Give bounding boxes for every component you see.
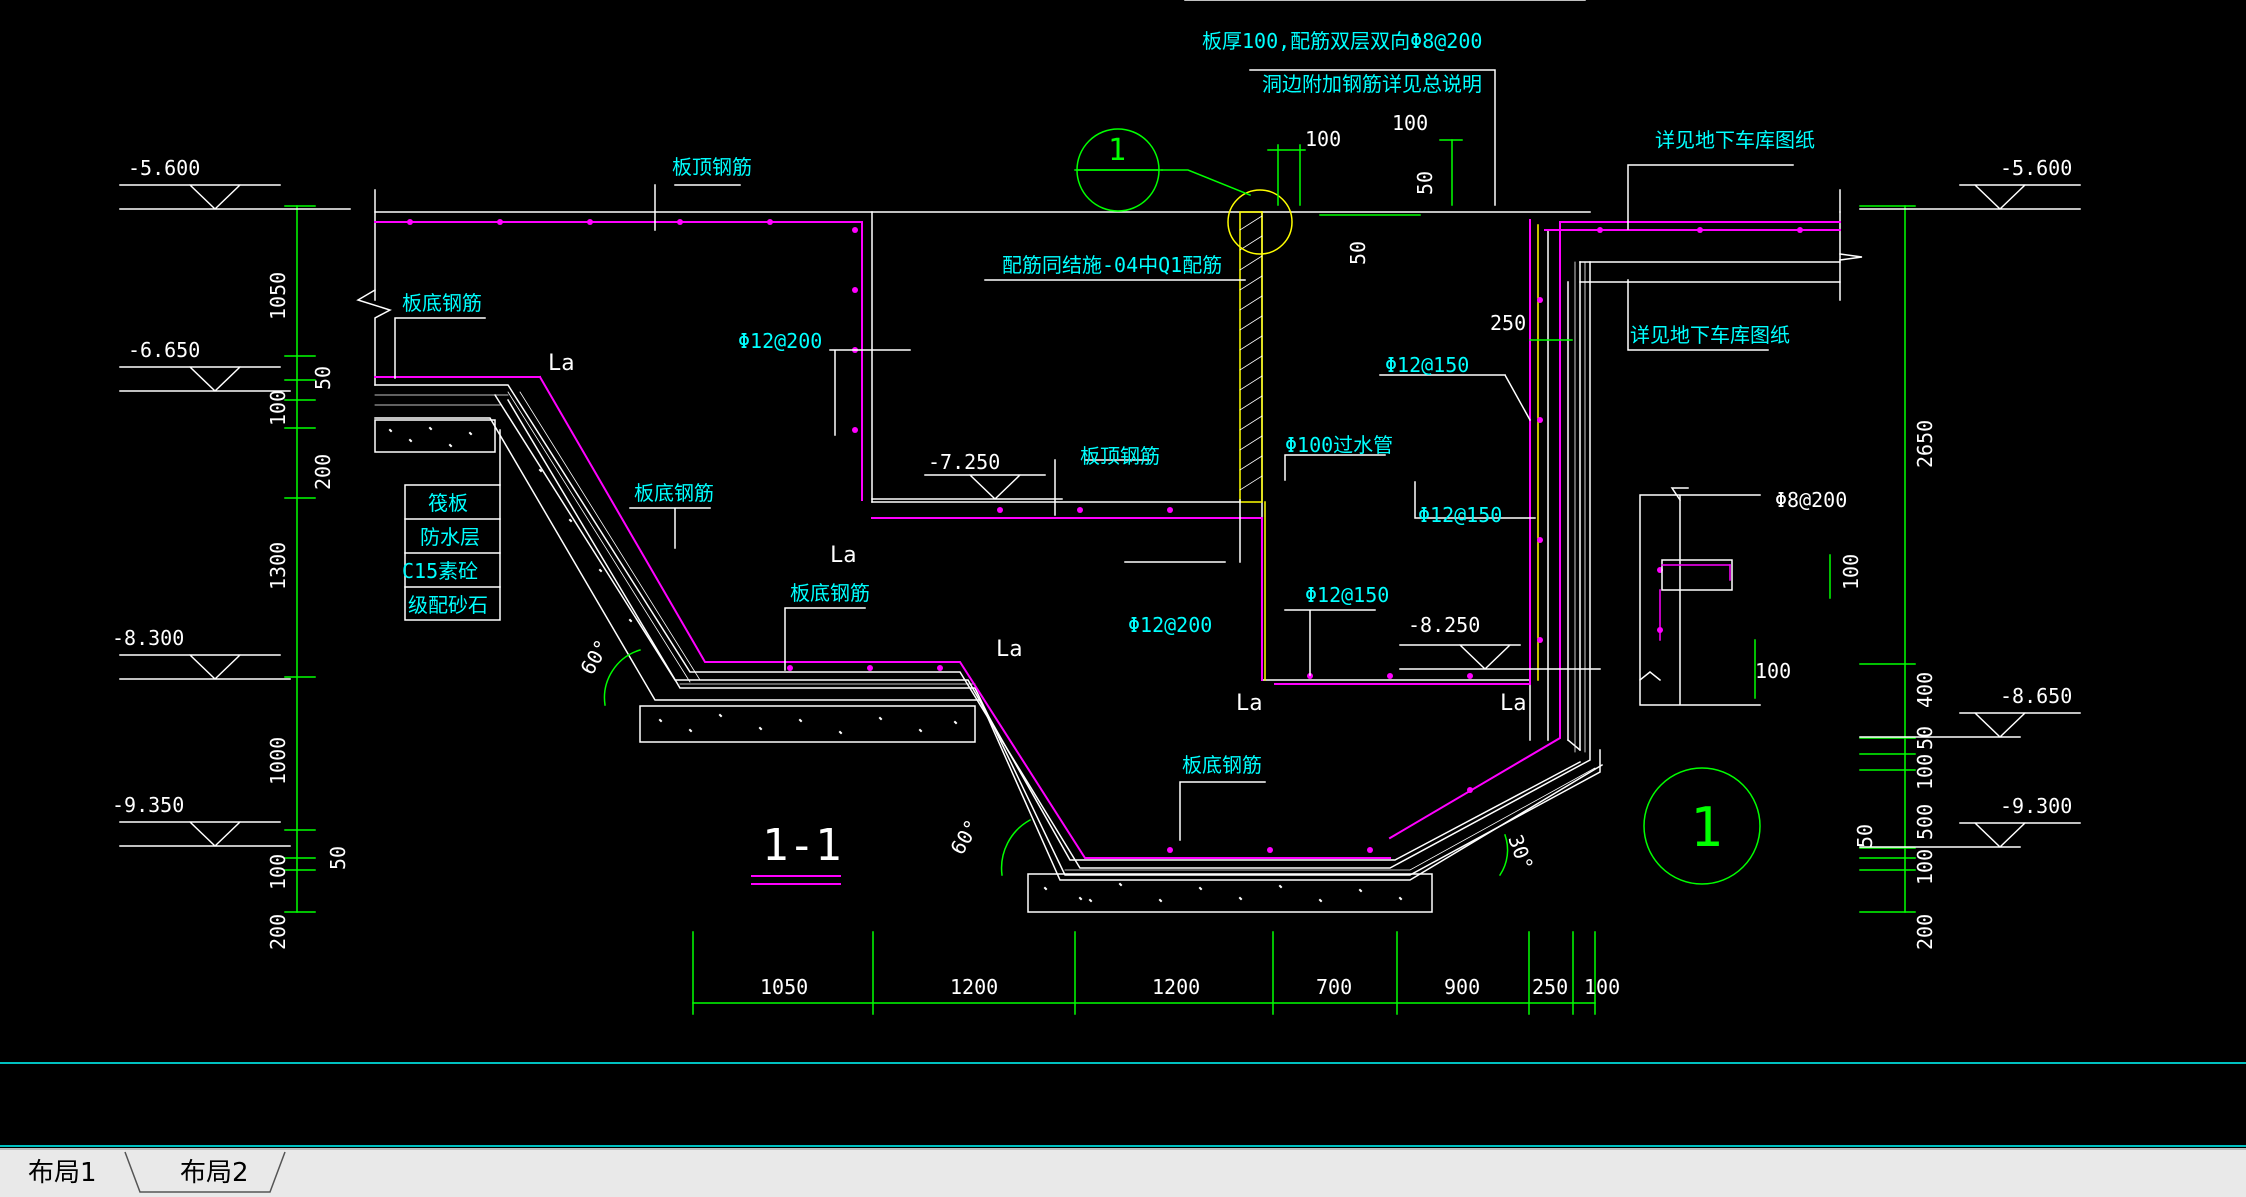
elev-label: -9.300 bbox=[2000, 794, 2072, 818]
label-phi12-150: Φ12@150 bbox=[1385, 353, 1469, 377]
tab-shapes bbox=[124, 1151, 286, 1193]
label-slab-bottom-rebar: 板底钢筋 bbox=[634, 481, 714, 505]
label-phi12-200: Φ12@200 bbox=[1128, 613, 1212, 637]
elev-label: -5.600 bbox=[128, 156, 200, 180]
label-phi100-pipe: Φ100过水管 bbox=[1285, 433, 1393, 457]
waterproof-hatch bbox=[374, 261, 1596, 871]
angle-label: 60° bbox=[945, 815, 984, 858]
dim-left: 50 bbox=[311, 366, 335, 390]
dim-detail: 100 bbox=[1755, 659, 1791, 683]
dim-left: 200 bbox=[311, 454, 335, 490]
elev-label: -6.650 bbox=[128, 338, 200, 362]
dim-left: 50 bbox=[326, 846, 350, 870]
label-phi12-200: Φ12@200 bbox=[738, 329, 822, 353]
elev-label: -8.650 bbox=[2000, 684, 2072, 708]
wall-hatch bbox=[1239, 215, 1263, 491]
dim-left: 1050 bbox=[266, 272, 290, 320]
detail-number-top: 1 bbox=[1108, 133, 1126, 168]
label-see-garage-1: 详见地下车库图纸 bbox=[1655, 128, 1815, 152]
dim-right: 50 bbox=[1913, 726, 1937, 750]
dim-left: 100 bbox=[266, 390, 290, 426]
label-slab-bottom-rebar: 板底钢筋 bbox=[1182, 753, 1262, 777]
elevation-markers bbox=[119, 0, 2081, 849]
dim-top: 100 bbox=[1305, 127, 1341, 151]
legend-layer-3: C15素砼 bbox=[402, 559, 478, 583]
section-title: 1-1 bbox=[762, 820, 841, 871]
label-la: La bbox=[1236, 691, 1263, 716]
elev-label: -8.300 bbox=[112, 626, 184, 650]
label-la: La bbox=[830, 543, 857, 568]
legend-layer-4: 级配砂石 bbox=[408, 593, 488, 617]
elev-label: -5.600 bbox=[2000, 156, 2072, 180]
layer-legend bbox=[404, 429, 501, 621]
dim-bottom: 1050 bbox=[760, 975, 808, 999]
dim-left: 100 bbox=[266, 854, 290, 890]
label-la: La bbox=[996, 637, 1023, 662]
label-slab-note-2: 洞边附加钢筋详见总说明 bbox=[1262, 72, 1482, 96]
dim-wall: 250 bbox=[1490, 311, 1526, 335]
label-see-garage-2: 详见地下车库图纸 bbox=[1630, 323, 1790, 347]
dim-right: 100 bbox=[1913, 849, 1937, 885]
angle-label: 30° bbox=[1503, 831, 1538, 873]
dim-bottom: 100 bbox=[1584, 975, 1620, 999]
label-la: La bbox=[1500, 691, 1527, 716]
elev-label: -9.350 bbox=[112, 793, 184, 817]
label-phi12-150: Φ12@150 bbox=[1418, 503, 1502, 527]
layout-tab-bar: 布局1 布局2 bbox=[0, 1148, 2246, 1197]
dim-top: 100 bbox=[1392, 111, 1428, 135]
label-slab-top-rebar: 板顶钢筋 bbox=[1080, 444, 1160, 468]
dim-top: 50 bbox=[1346, 241, 1370, 265]
dim-bottom: 700 bbox=[1316, 975, 1352, 999]
rebar-dots bbox=[407, 219, 1803, 853]
dim-bottom: 900 bbox=[1444, 975, 1480, 999]
tab-layout-2[interactable]: 布局2 bbox=[180, 1158, 249, 1188]
dim-left: 200 bbox=[266, 914, 290, 950]
dimension-lines bbox=[284, 139, 1916, 1015]
dim-left: 1000 bbox=[266, 737, 290, 785]
section-title-underline bbox=[751, 875, 841, 885]
dim-right: 400 bbox=[1913, 672, 1937, 708]
dim-bottom: 1200 bbox=[1152, 975, 1200, 999]
detail-section bbox=[1638, 487, 1761, 706]
angle-label: 60° bbox=[575, 635, 614, 678]
drawing-text: -5.600 -6.650 -8.300 -9.350 -7.250 -8.25… bbox=[112, 29, 2072, 999]
dim-right: 2650 bbox=[1913, 420, 1937, 468]
dim-bottom: 1200 bbox=[950, 975, 998, 999]
label-slab-top-rebar: 板顶钢筋 bbox=[672, 155, 752, 179]
label-la: La bbox=[548, 351, 575, 376]
dim-right: 50 bbox=[1853, 824, 1877, 848]
cad-drawing-canvas[interactable]: -5.600 -6.650 -8.300 -9.350 -7.250 -8.25… bbox=[0, 0, 2246, 1148]
detail-number: 1 bbox=[1690, 796, 1723, 859]
label-slab-note-1: 板厚100,配筋双层双向Φ8@200 bbox=[1202, 29, 1482, 53]
legend-layer-1: 筏板 bbox=[428, 491, 468, 515]
pipe-detail-circle bbox=[1227, 189, 1293, 255]
elev-label: -7.250 bbox=[928, 450, 1000, 474]
rebar-lines bbox=[374, 219, 1841, 859]
tab-layout-1[interactable]: 布局1 bbox=[28, 1158, 97, 1188]
dim-right: 500 bbox=[1913, 804, 1937, 840]
label-phi12-150: Φ12@150 bbox=[1305, 583, 1389, 607]
elev-label: -8.250 bbox=[1408, 613, 1480, 637]
label-rebar-ref: 配筋同结施-04中Q1配筋 bbox=[1002, 253, 1222, 277]
label-slab-bottom-rebar: 板底钢筋 bbox=[790, 581, 870, 605]
structure-outline bbox=[356, 189, 1863, 913]
dim-right: 100 bbox=[1913, 754, 1937, 790]
detail-callouts bbox=[1076, 128, 1761, 885]
concrete-texture bbox=[388, 426, 1403, 903]
label-phi8-200: Φ8@200 bbox=[1775, 488, 1847, 512]
dim-right: 200 bbox=[1913, 914, 1937, 950]
label-slab-bottom-rebar: 板底钢筋 bbox=[402, 291, 482, 315]
dim-bottom: 250 bbox=[1532, 975, 1568, 999]
legend-layer-2: 防水层 bbox=[420, 525, 480, 549]
dim-detail: 100 bbox=[1839, 554, 1863, 590]
dim-left: 1300 bbox=[266, 542, 290, 590]
dim-top: 50 bbox=[1413, 171, 1437, 195]
